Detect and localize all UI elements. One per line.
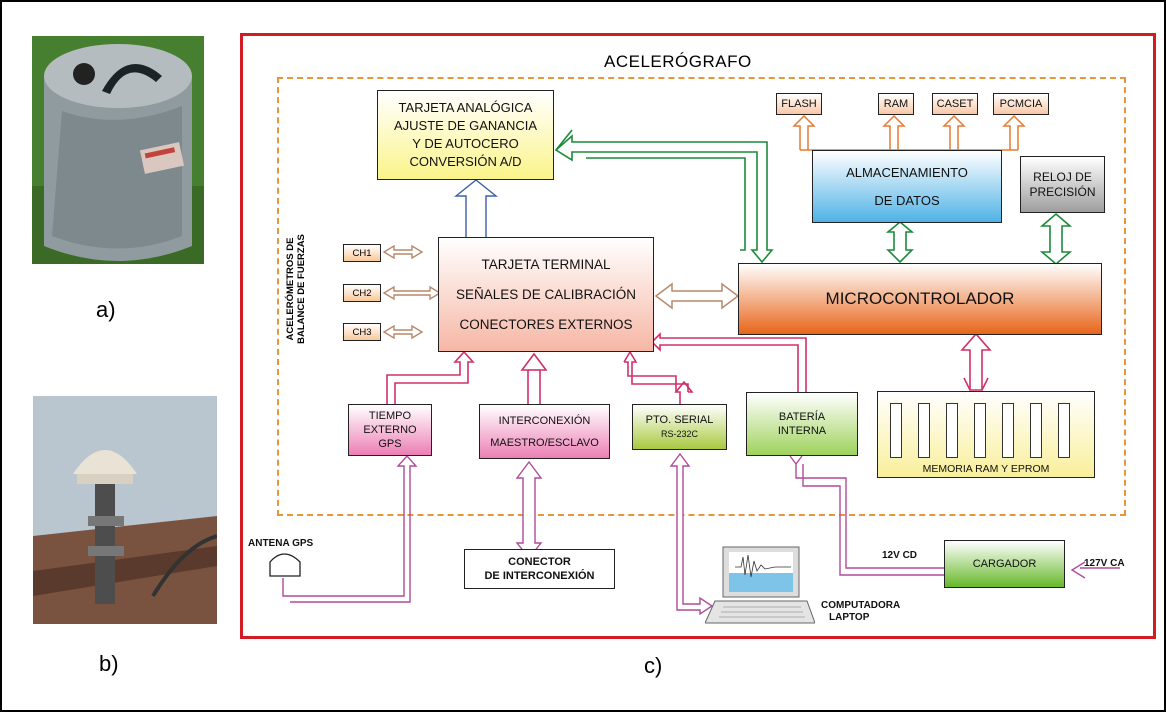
laptop-label: COMPUTADORA LAPTOP: [821, 600, 900, 624]
photo-accelerograph: [32, 36, 204, 264]
analog-card-line4: CONVERSIÓN A/D: [409, 154, 522, 169]
storage-device-flash: FLASH: [776, 93, 822, 115]
precision-clock: RELOJ DE PRECISIÓN: [1020, 156, 1105, 213]
memory-slot: [946, 403, 958, 458]
terminal-card-line2: SEÑALES DE CALIBRACIÓN: [455, 286, 637, 302]
memory-slot: [890, 403, 902, 458]
arrows-storage-devices: [792, 114, 1026, 151]
interconnect-connector: CONECTOR DE INTERCONEXIÓN: [464, 549, 615, 589]
analog-card: TARJETA ANALÓGICA AJUSTE DE GANANCIA Y D…: [377, 90, 554, 180]
storage-device-pcmcia: PCMCIA: [993, 93, 1049, 115]
data-storage-line2: DE DATOS: [874, 192, 940, 208]
laptop-label-line2: LAPTOP: [829, 612, 870, 623]
master-slave-line2: MAESTRO/ESCLAVO: [490, 436, 599, 449]
gps-time-line2: EXTERNO: [363, 424, 417, 436]
charger-label: CARGADOR: [972, 558, 1037, 570]
accelerometers-label-line1: ACELERÓMETROS DE: [285, 237, 296, 341]
accelerograph-image: [32, 36, 204, 264]
terminal-card-line3: CONECTORES EXTERNOS: [459, 316, 633, 332]
caption-c: c): [644, 653, 663, 678]
microcontroller: MICROCONTROLADOR: [738, 263, 1102, 335]
arrow-clock-micro: [1039, 212, 1073, 266]
memory-slot: [918, 403, 930, 458]
master-slave-interconnect: INTERCONEXIÓN MAESTRO/ESCLAVO: [479, 404, 610, 459]
channel-ch3: CH3: [343, 323, 381, 341]
master-slave-line1: INTERCONEXIÓN: [498, 414, 591, 427]
gps-time-line1: TIEMPO: [368, 410, 412, 422]
data-storage-line1: ALMACENAMIENTO: [846, 164, 968, 180]
channel-ch1: CH1: [343, 244, 381, 262]
connector-line1: CONECTOR: [508, 556, 571, 568]
storage-device-ram: RAM: [878, 93, 914, 115]
precision-clock-line1: RELOJ DE: [1033, 169, 1092, 184]
internal-battery-line1: BATERÍA: [778, 411, 826, 423]
diagram-title: ACELERÓGRAFO: [604, 52, 752, 71]
gps-antenna-label: ANTENA GPS: [248, 538, 314, 549]
precision-clock-line2: PRECISIÓN: [1029, 184, 1096, 199]
analog-card-line1: TARJETA ANALÓGICA: [398, 100, 533, 115]
analog-card-line3: Y DE AUTOCERO: [412, 136, 519, 151]
storage-device-caset: CASET: [932, 93, 978, 115]
arrow-storage-micro: [885, 220, 915, 264]
terminal-card: TARJETA TERMINAL SEÑALES DE CALIBRACIÓN …: [438, 237, 654, 352]
diagram-outer-frame: [240, 33, 1156, 639]
memory-slot: [1058, 403, 1070, 458]
internal-battery-line2: INTERNA: [777, 425, 827, 437]
gps-time-line3: GPS: [378, 438, 402, 450]
data-storage: ALMACENAMIENTO DE DATOS: [812, 150, 1002, 223]
microcontroller-label: MICROCONTROLADOR: [825, 289, 1015, 308]
caption-b: b): [99, 651, 119, 676]
gps-antenna-icon: [269, 553, 301, 577]
memory-label: MEMORIA RAM Y EPROM: [922, 463, 1050, 475]
serial-port: PTO. SERIAL RS-232C: [632, 404, 727, 450]
serial-port-line2: RS-232C: [660, 429, 698, 439]
connector-line2: DE INTERCONEXIÓN: [484, 570, 595, 582]
dc-12v-label: 12V CD: [882, 550, 918, 561]
channel-ch2: CH2: [343, 284, 381, 302]
laptop-icon: [705, 546, 815, 624]
internal-battery: BATERÍA INTERNA: [746, 392, 858, 456]
accelerometers-label: ACELERÓMETROS DE BALANCE DE FUERZAS: [266, 232, 326, 352]
terminal-card-line1: TARJETA TERMINAL: [481, 256, 611, 272]
serial-port-line1: PTO. SERIAL: [645, 414, 714, 426]
charger: CARGADOR: [944, 540, 1065, 588]
memory-slot: [1030, 403, 1042, 458]
arrow-terminal-analog: [454, 179, 498, 238]
arrow-analog-micro: [554, 129, 774, 264]
analog-card-line2: AJUSTE DE GANANCIA: [393, 118, 538, 133]
accelerograph-boundary: [277, 77, 1126, 516]
external-wires: [282, 452, 1120, 616]
memory-slot: [974, 403, 986, 458]
gps-time: TIEMPO EXTERNO GPS: [348, 404, 432, 456]
laptop-label-line1: COMPUTADORA: [821, 600, 901, 611]
memory-slot: [1002, 403, 1014, 458]
caption-a: a): [96, 297, 116, 322]
arrows-channels: [382, 244, 442, 340]
accelerometers-label-line2: BALANCE DE FUERZAS: [296, 234, 307, 344]
photo-gps-antenna: [33, 396, 217, 624]
arrow-terminal-micro: [654, 282, 740, 310]
ac-127v-label: 127V CA: [1084, 558, 1125, 569]
gps-antenna-image: [33, 396, 217, 624]
